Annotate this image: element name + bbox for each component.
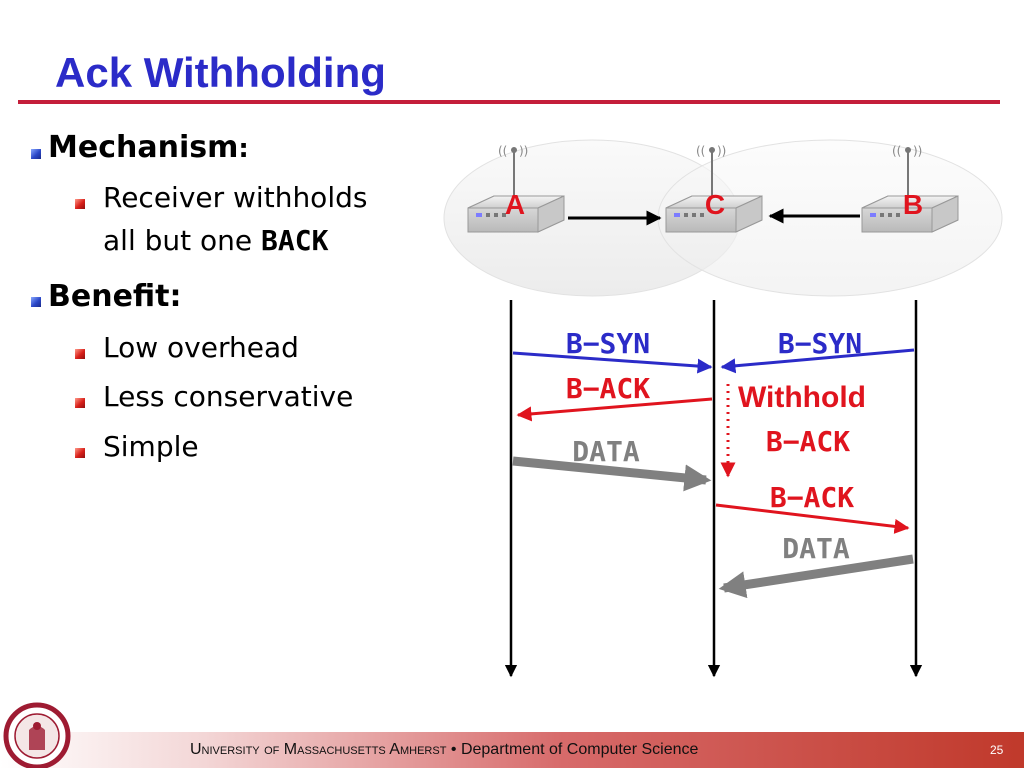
sub-bullet-marker-icon (75, 199, 85, 209)
footer-separator: • (450, 741, 457, 758)
bullet-marker-icon (31, 149, 41, 159)
svg-text:((: (( (498, 144, 507, 158)
bullet-list: Mechanism: Receiver withholds all but on… (0, 0, 440, 500)
bullet-benefit-item: Less conservative (103, 380, 354, 413)
svg-text:)): )) (913, 144, 922, 158)
bullet-mechanism-heading: Mechanism (48, 130, 239, 165)
label-withhold: Withhold (738, 381, 866, 414)
label-back-right-1: B−ACK (766, 425, 850, 458)
slide-title: Ack Withholding (55, 49, 386, 96)
label-back-right-2: B−ACK (770, 481, 854, 514)
sub-bullet-marker-icon (75, 398, 85, 408)
bsyn-arrow-a-to-c (512, 351, 713, 374)
label-bsyn-right: B−SYN (778, 327, 862, 360)
bullet-mechanism-line2: all but one BACK (103, 224, 328, 258)
router-b: (( )) (861, 144, 959, 233)
svg-text:)): )) (717, 144, 726, 158)
page-number: 25 (990, 743, 1004, 757)
sub-bullet-marker-icon (75, 448, 85, 458)
node-label-c: C (705, 189, 725, 220)
bsyn-arrow-b-to-c (720, 348, 915, 374)
back-arrow-c-to-a (516, 397, 713, 422)
back-arrow-c-to-b (715, 503, 910, 534)
data-arrow-a-to-c (512, 456, 712, 492)
router-a: (( )) (467, 144, 565, 233)
bullet-mechanism-code: BACK (261, 224, 329, 257)
data-arrow-b-to-c (718, 554, 914, 599)
bullet-mechanism-colon: : (238, 134, 249, 164)
sub-bullet-marker-icon (75, 349, 85, 359)
bullet-mechanism-line2-text: all but one (103, 224, 262, 257)
title-underline (18, 100, 1000, 104)
bullet-benefit-item: Low overhead (103, 331, 299, 364)
label-data-left: DATA (572, 435, 640, 468)
footer-department: Department of Computer Science (460, 741, 699, 758)
svg-text:((: (( (696, 144, 705, 158)
label-bsyn-left: B−SYN (566, 327, 650, 360)
router-c: (( )) (665, 144, 763, 233)
bullet-benefit: Benefit: (48, 279, 182, 314)
footer-band (0, 732, 1024, 768)
svg-text:((: (( (892, 144, 901, 158)
svg-text:)): )) (519, 144, 528, 158)
node-label-a: A (505, 189, 525, 220)
bullet-marker-icon (31, 297, 41, 307)
bullet-mechanism: Mechanism: (48, 130, 249, 167)
node-label-b: B (903, 189, 923, 220)
label-data-right: DATA (782, 532, 850, 565)
bullet-benefit-item: Simple (103, 430, 199, 463)
footer-text: University of Massachusetts Amherst • De… (190, 741, 698, 759)
bullet-mechanism-line1: Receiver withholds (103, 181, 368, 214)
label-back-left: B−ACK (566, 372, 650, 405)
footer-university: University of Massachusetts Amherst (190, 741, 447, 758)
university-seal-icon (3, 702, 71, 768)
